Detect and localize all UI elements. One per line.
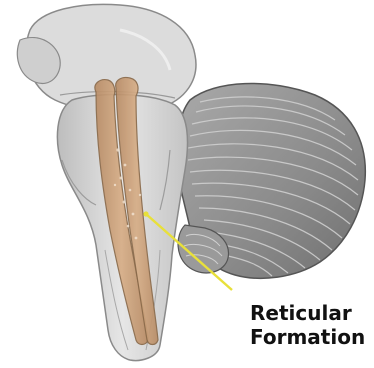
reticular-formation-label-line-1: Reticular [250,301,352,325]
cerebellum [177,84,365,279]
reticular-formation-label-line-2: Formation [250,325,365,349]
